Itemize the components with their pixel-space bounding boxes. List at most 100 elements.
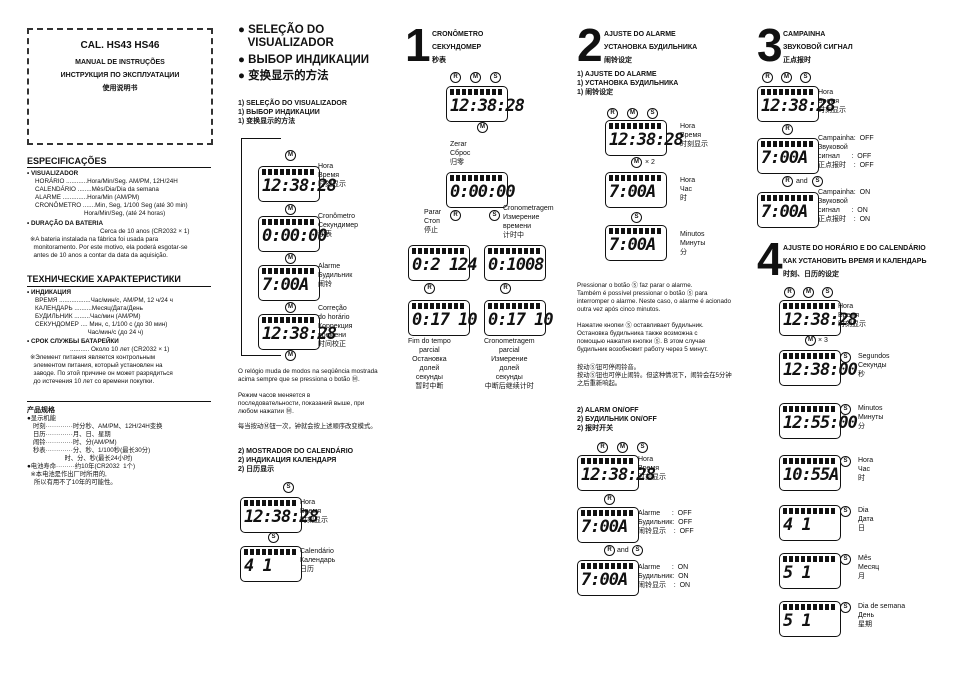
loop-line <box>241 138 242 355</box>
start-stop-button[interactable]: S <box>800 72 811 83</box>
specs-zh-line: 闹铃·············时、分(AM/PM) <box>33 439 117 446</box>
specs-ru-battery: ........... Около 10 лет (CR2032 × 1) <box>70 346 170 353</box>
reset-button[interactable]: R <box>597 442 608 453</box>
set-label: Dia de semana День 星期 <box>858 603 906 628</box>
section2-sub2: 2) ALARM ON/OFF 2) БУДИЛЬНИК ON/OFF 2) 报… <box>577 407 657 432</box>
specs-pt-note: ※A bateria instalada na fábrica foi usad… <box>30 236 188 259</box>
title-zh: 使用说明书 <box>102 85 138 92</box>
mode-button[interactable]: M <box>470 72 481 83</box>
chrono-label: Fim do tempo parcial Остановка долей сек… <box>408 338 451 390</box>
lcd-time: 12:38:28 <box>240 497 319 533</box>
section3-title: CAMPAINHA ЗВУКОВОЙ СИГНАЛ 正点报时 <box>783 31 853 64</box>
set-label: Segundos Секунды 秒 <box>858 353 890 378</box>
specs-pt-sub2: • DURAÇÃO DA BATERIA <box>27 220 104 227</box>
section2-title: AJUSTE DO ALARME УСТАНОВКА БУДИЛЬНИКА 闹铃… <box>604 31 698 64</box>
alarm-label: Hora Время 时刻显示 <box>680 123 708 148</box>
mode-button[interactable]: M <box>285 204 296 215</box>
set-label: Mês Месяц 月 <box>858 555 880 580</box>
mode-button[interactable]: M <box>285 350 296 361</box>
press-count: × 2 <box>645 159 655 166</box>
start-stop-button[interactable]: S <box>840 456 851 467</box>
reset-button[interactable]: R <box>782 124 793 135</box>
lcd-chime-on: 7:00A <box>757 192 819 228</box>
start-stop-button[interactable]: S <box>822 287 833 298</box>
specs-pt-line: CALENDÁRIO ........Mês/Dia/Dia da semana <box>35 186 159 193</box>
start-stop-button[interactable]: S <box>490 72 501 83</box>
reset-button[interactable]: R <box>782 176 793 187</box>
lcd-time: 12:38:28 <box>258 166 337 202</box>
mode-button[interactable]: M <box>803 287 814 298</box>
section2-note1: Pressionar o botão Ⓢ faz parar o alarme.… <box>577 282 732 313</box>
start-stop-button[interactable]: S <box>840 602 851 613</box>
section0-note1: O relógio muda de modos na seqüência mos… <box>238 368 378 383</box>
section0-sub2: 2) MOSTRADOR DO CALENDÁRIO 2) ИНДИКАЦИЯ … <box>238 448 354 473</box>
start-stop-button[interactable]: S <box>840 506 851 517</box>
mode-button[interactable]: M <box>285 150 296 161</box>
specs-zh-line: 时、分、秒(最长24小时) <box>33 455 133 462</box>
start-stop-button[interactable]: S <box>840 352 851 363</box>
section1-number: 1 <box>405 19 431 71</box>
reset-button[interactable]: R <box>450 210 461 221</box>
reset-button[interactable]: R <box>424 283 435 294</box>
reset-button[interactable]: R <box>500 283 511 294</box>
specs-zh-line: 秒表·············分、秒、1/100秒(最长30分) <box>33 447 151 454</box>
alarm-label: Hora Час 时 <box>680 177 696 202</box>
specs-ru-line: КАЛЕНДАРЬ ..........Месяц/Дата/День <box>35 305 143 312</box>
specs-zh-heading: 产品规格 <box>27 407 55 414</box>
start-stop-button[interactable]: S <box>637 442 648 453</box>
start-stop-button[interactable]: S <box>812 176 823 187</box>
set-label: Minutos Минуты 分 <box>858 405 884 430</box>
chime-label: Hora Время 时刻显示 <box>818 89 846 114</box>
mode-button[interactable]: M <box>477 122 488 133</box>
specs-zh-line: 日历·············月、日、星期 <box>33 431 111 438</box>
lcd-set-weekday: 5 1 <box>779 601 841 637</box>
section0-item: ● ВЫБОР ИНДИКАЦИИ <box>238 54 370 66</box>
start-stop-button[interactable]: S <box>632 545 643 556</box>
onoff-label: Alarme : ON Будильник: ON 闹铃显示 : ON <box>638 564 691 589</box>
mode-button[interactable]: M <box>805 335 816 346</box>
lcd-time: 12:38:28 <box>577 455 656 491</box>
reset-button[interactable]: R <box>450 72 461 83</box>
mode-button[interactable]: M <box>781 72 792 83</box>
lcd-alarm-min: 7:00A <box>605 225 667 261</box>
start-stop-button[interactable]: S <box>647 108 658 119</box>
cal-label: Hora Время 时刻显示 <box>300 499 328 524</box>
lcd-set-min: 12:55:00 <box>779 403 858 439</box>
and-label: and <box>617 547 629 554</box>
section2-note3: 按动Ⓢ钮可停闹铃音。 按动Ⓢ钮也可停止闹铃。但这种情况下，闹铃会在5分钟 之后重… <box>577 364 732 387</box>
start-stop-button[interactable]: S <box>631 212 642 223</box>
lcd-chrono-zero: 0:00:00 <box>446 172 516 208</box>
mode-button[interactable]: M <box>617 442 628 453</box>
onoff-label: Alarme : OFF Будильник: OFF 闹铃显示 : OFF <box>638 510 694 535</box>
section2-note2: Нажатие кнопки Ⓢ оставливает будильник. … <box>577 322 708 353</box>
specs-ru-sub2: • СРОК СЛУЖБЫ БАТАРЕЙКИ <box>27 338 119 345</box>
mode-button[interactable]: M <box>285 253 296 264</box>
specs-ru-sub1: • ИНДИКАЦИЯ <box>27 289 72 296</box>
section0-note3: 每当按动Ⓜ钮一次，钟就会按上述顺序改变模式。 <box>238 423 377 430</box>
title-ru: ИНСТРУКЦИЯ ПО ЭКСПЛУАТАЦИИ <box>60 72 180 79</box>
model-title: CAL. HS43 HS46 <box>80 40 160 51</box>
set-label: Hora Час 时 <box>858 457 874 482</box>
lcd-calendar: 4 1 <box>240 546 302 582</box>
start-stop-button[interactable]: S <box>268 532 279 543</box>
section2-sub: 1) AJUSTE DO ALARME 1) УСТАНОВКА БУДИЛЬН… <box>577 71 679 96</box>
mode-button[interactable]: M <box>627 108 638 119</box>
specs-ru-line: СЕКУНДОМЕР .... Мин, с, 1/100 с (до 30 м… <box>35 321 168 328</box>
mode-button[interactable]: M <box>631 157 642 168</box>
start-stop-button[interactable]: S <box>489 210 500 221</box>
reset-button[interactable]: R <box>604 494 615 505</box>
lcd-split2: 0:17 10 <box>408 300 478 336</box>
mode-button[interactable]: M <box>285 302 296 313</box>
specs-pt-heading: ESPECIFICAÇÕES <box>27 156 107 166</box>
reset-button[interactable]: R <box>604 545 615 556</box>
start-stop-button[interactable]: S <box>840 554 851 565</box>
reset-button[interactable]: R <box>607 108 618 119</box>
mode-label: Cronômetro Секундимер 秒表 <box>318 213 359 238</box>
reset-button[interactable]: R <box>784 287 795 298</box>
lcd-time: 12:38:28 <box>779 300 858 336</box>
lcd-run: 0:1008 <box>484 245 546 281</box>
start-stop-button[interactable]: S <box>283 482 294 493</box>
start-stop-button[interactable]: S <box>840 404 851 415</box>
specs-pt-line: Hora/Min/Seg, (até 24 horas) <box>35 210 166 217</box>
reset-button[interactable]: R <box>762 72 773 83</box>
